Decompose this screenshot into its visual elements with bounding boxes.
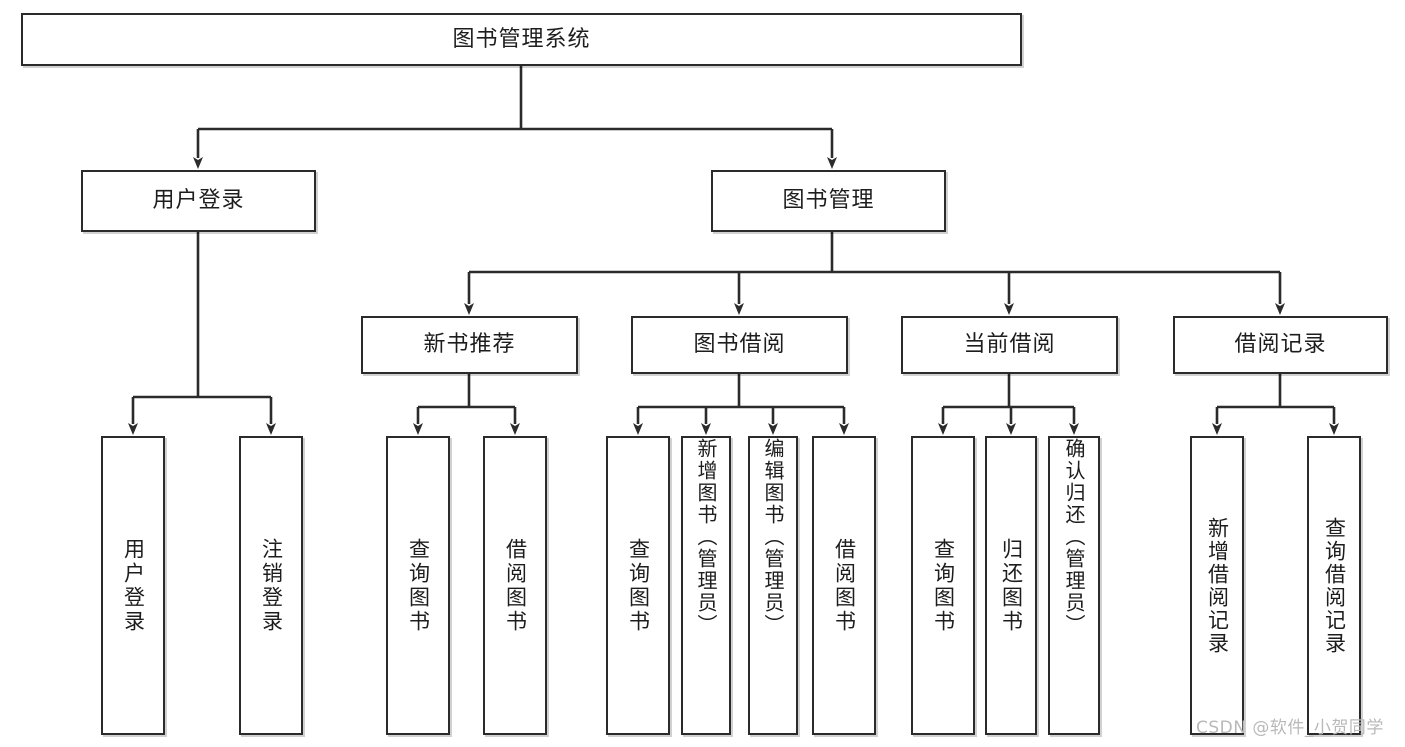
node-new-book-recommend-label: 新书推荐 [423, 332, 516, 358]
node-borrow-record-label: 借阅记录 [1234, 332, 1327, 358]
node-current-borrow[interactable]: 当前借阅 [901, 316, 1118, 374]
node-leaf-query-book-2[interactable]: 查询图书 [606, 436, 670, 735]
node-book-borrow-label: 图书借阅 [693, 332, 786, 358]
node-leaf-logout[interactable]: 注销登录 [239, 436, 303, 735]
node-root-label: 图书管理系统 [452, 26, 591, 52]
node-leaf-logout-label: 注销登录 [259, 537, 284, 634]
node-user-login-label: 用户登录 [152, 188, 245, 214]
node-leaf-query-book-3[interactable]: 查询图书 [911, 436, 975, 735]
node-user-login[interactable]: 用户登录 [81, 170, 316, 232]
node-book-borrow[interactable]: 图书借阅 [631, 316, 848, 374]
node-current-borrow-label: 当前借阅 [963, 332, 1056, 358]
node-leaf-add-record[interactable]: 新增借阅记录 [1190, 436, 1244, 735]
node-leaf-borrow-book-1[interactable]: 借阅图书 [483, 436, 547, 735]
node-borrow-record[interactable]: 借阅记录 [1173, 316, 1388, 374]
node-leaf-query-book-1[interactable]: 查询图书 [386, 436, 450, 735]
node-leaf-user-login-label: 用户登录 [121, 537, 146, 634]
node-leaf-query-record-label: 查询借阅记录 [1322, 516, 1347, 655]
node-leaf-edit-book[interactable]: 编辑图书（管理员） [748, 436, 798, 735]
node-leaf-edit-book-label: 编辑图书（管理员） [761, 438, 785, 636]
node-leaf-borrow-book-2[interactable]: 借阅图书 [812, 436, 876, 735]
node-leaf-borrow-book-1-label: 借阅图书 [503, 537, 528, 634]
node-leaf-query-record[interactable]: 查询借阅记录 [1307, 436, 1361, 735]
node-book-manage-label: 图书管理 [782, 188, 875, 214]
node-leaf-return-book-label: 归还图书 [999, 537, 1024, 634]
node-new-book-recommend[interactable]: 新书推荐 [361, 316, 578, 374]
node-leaf-return-book[interactable]: 归还图书 [985, 436, 1037, 735]
node-root[interactable]: 图书管理系统 [21, 13, 1022, 66]
node-leaf-confirm-return-label: 确认归还（管理员） [1062, 438, 1086, 636]
node-leaf-borrow-book-2-label: 借阅图书 [832, 537, 857, 634]
csdn-watermark: CSDN @软件_小贺同学 [1196, 718, 1384, 738]
node-leaf-add-record-label: 新增借阅记录 [1205, 516, 1230, 655]
node-leaf-confirm-return[interactable]: 确认归还（管理员） [1048, 436, 1100, 735]
node-leaf-query-book-3-label: 查询图书 [931, 537, 956, 634]
node-leaf-add-book[interactable]: 新增图书（管理员） [681, 436, 731, 735]
node-leaf-add-book-label: 新增图书（管理员） [694, 438, 718, 636]
node-leaf-user-login[interactable]: 用户登录 [101, 436, 165, 735]
node-leaf-query-book-2-label: 查询图书 [626, 537, 651, 634]
node-leaf-query-book-1-label: 查询图书 [406, 537, 431, 634]
node-book-manage[interactable]: 图书管理 [711, 170, 946, 232]
